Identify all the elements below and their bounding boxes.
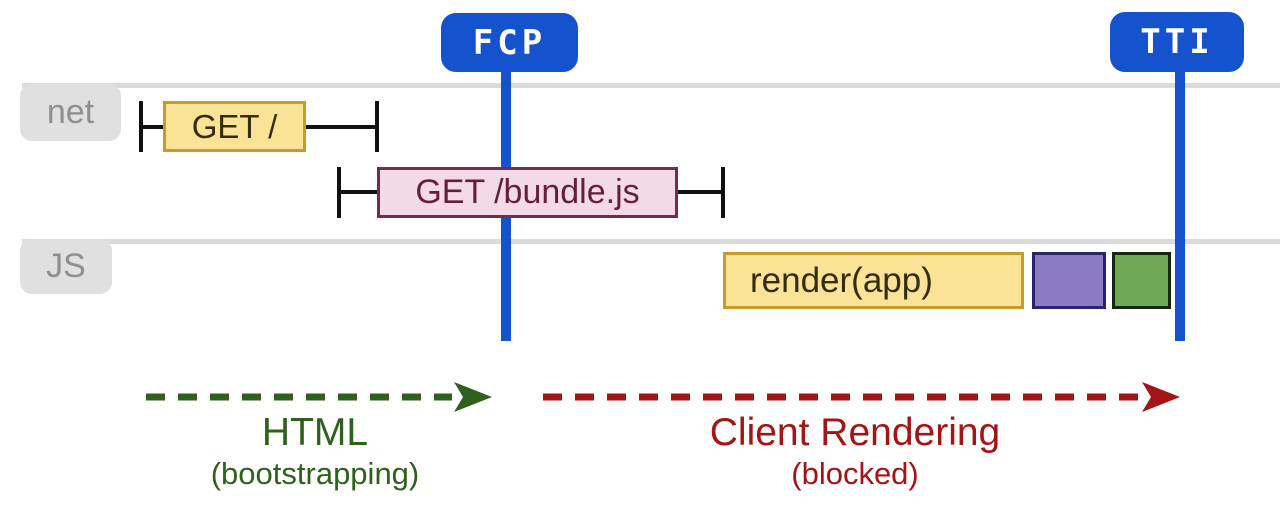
html-phase-label: HTML (bootstrapping) <box>115 410 515 492</box>
js-lane-line <box>22 239 1280 244</box>
request2-start-connector <box>341 190 377 194</box>
request2-end-connector <box>678 190 722 194</box>
request2-end-tick <box>721 167 725 218</box>
tti-marker-line <box>1175 70 1185 341</box>
html-phase-title: HTML <box>261 411 369 454</box>
request-get-root: GET / <box>163 101 306 152</box>
client-rendering-phase-title: Client Rendering <box>709 411 1001 454</box>
client-rendering-phase-subtitle: (blocked) <box>791 456 919 491</box>
client-rendering-phase-label: Client Rendering (blocked) <box>540 410 1170 492</box>
request1-end-connector <box>306 125 376 129</box>
net-lane-line <box>22 83 1280 88</box>
js-lane-label: JS <box>20 239 112 294</box>
request-get-bundle-js: GET /bundle.js <box>377 167 678 218</box>
fcp-marker-badge: FCP <box>441 13 578 72</box>
phase-arrows <box>146 382 1180 412</box>
js-task-purple <box>1032 252 1106 309</box>
client-rendering-arrowhead-icon <box>1142 382 1180 412</box>
js-task-render-app: render(app) <box>723 252 1024 309</box>
request2-start-tick <box>337 167 341 218</box>
request1-start-connector <box>143 125 164 129</box>
tti-marker-badge: TTI <box>1110 12 1244 72</box>
request1-start-tick <box>139 101 143 152</box>
net-lane-label: net <box>20 84 121 141</box>
request1-end-tick <box>375 101 379 152</box>
js-task-green <box>1112 252 1171 309</box>
html-phase-arrowhead-icon <box>454 382 492 412</box>
html-phase-subtitle: (bootstrapping) <box>210 456 420 491</box>
